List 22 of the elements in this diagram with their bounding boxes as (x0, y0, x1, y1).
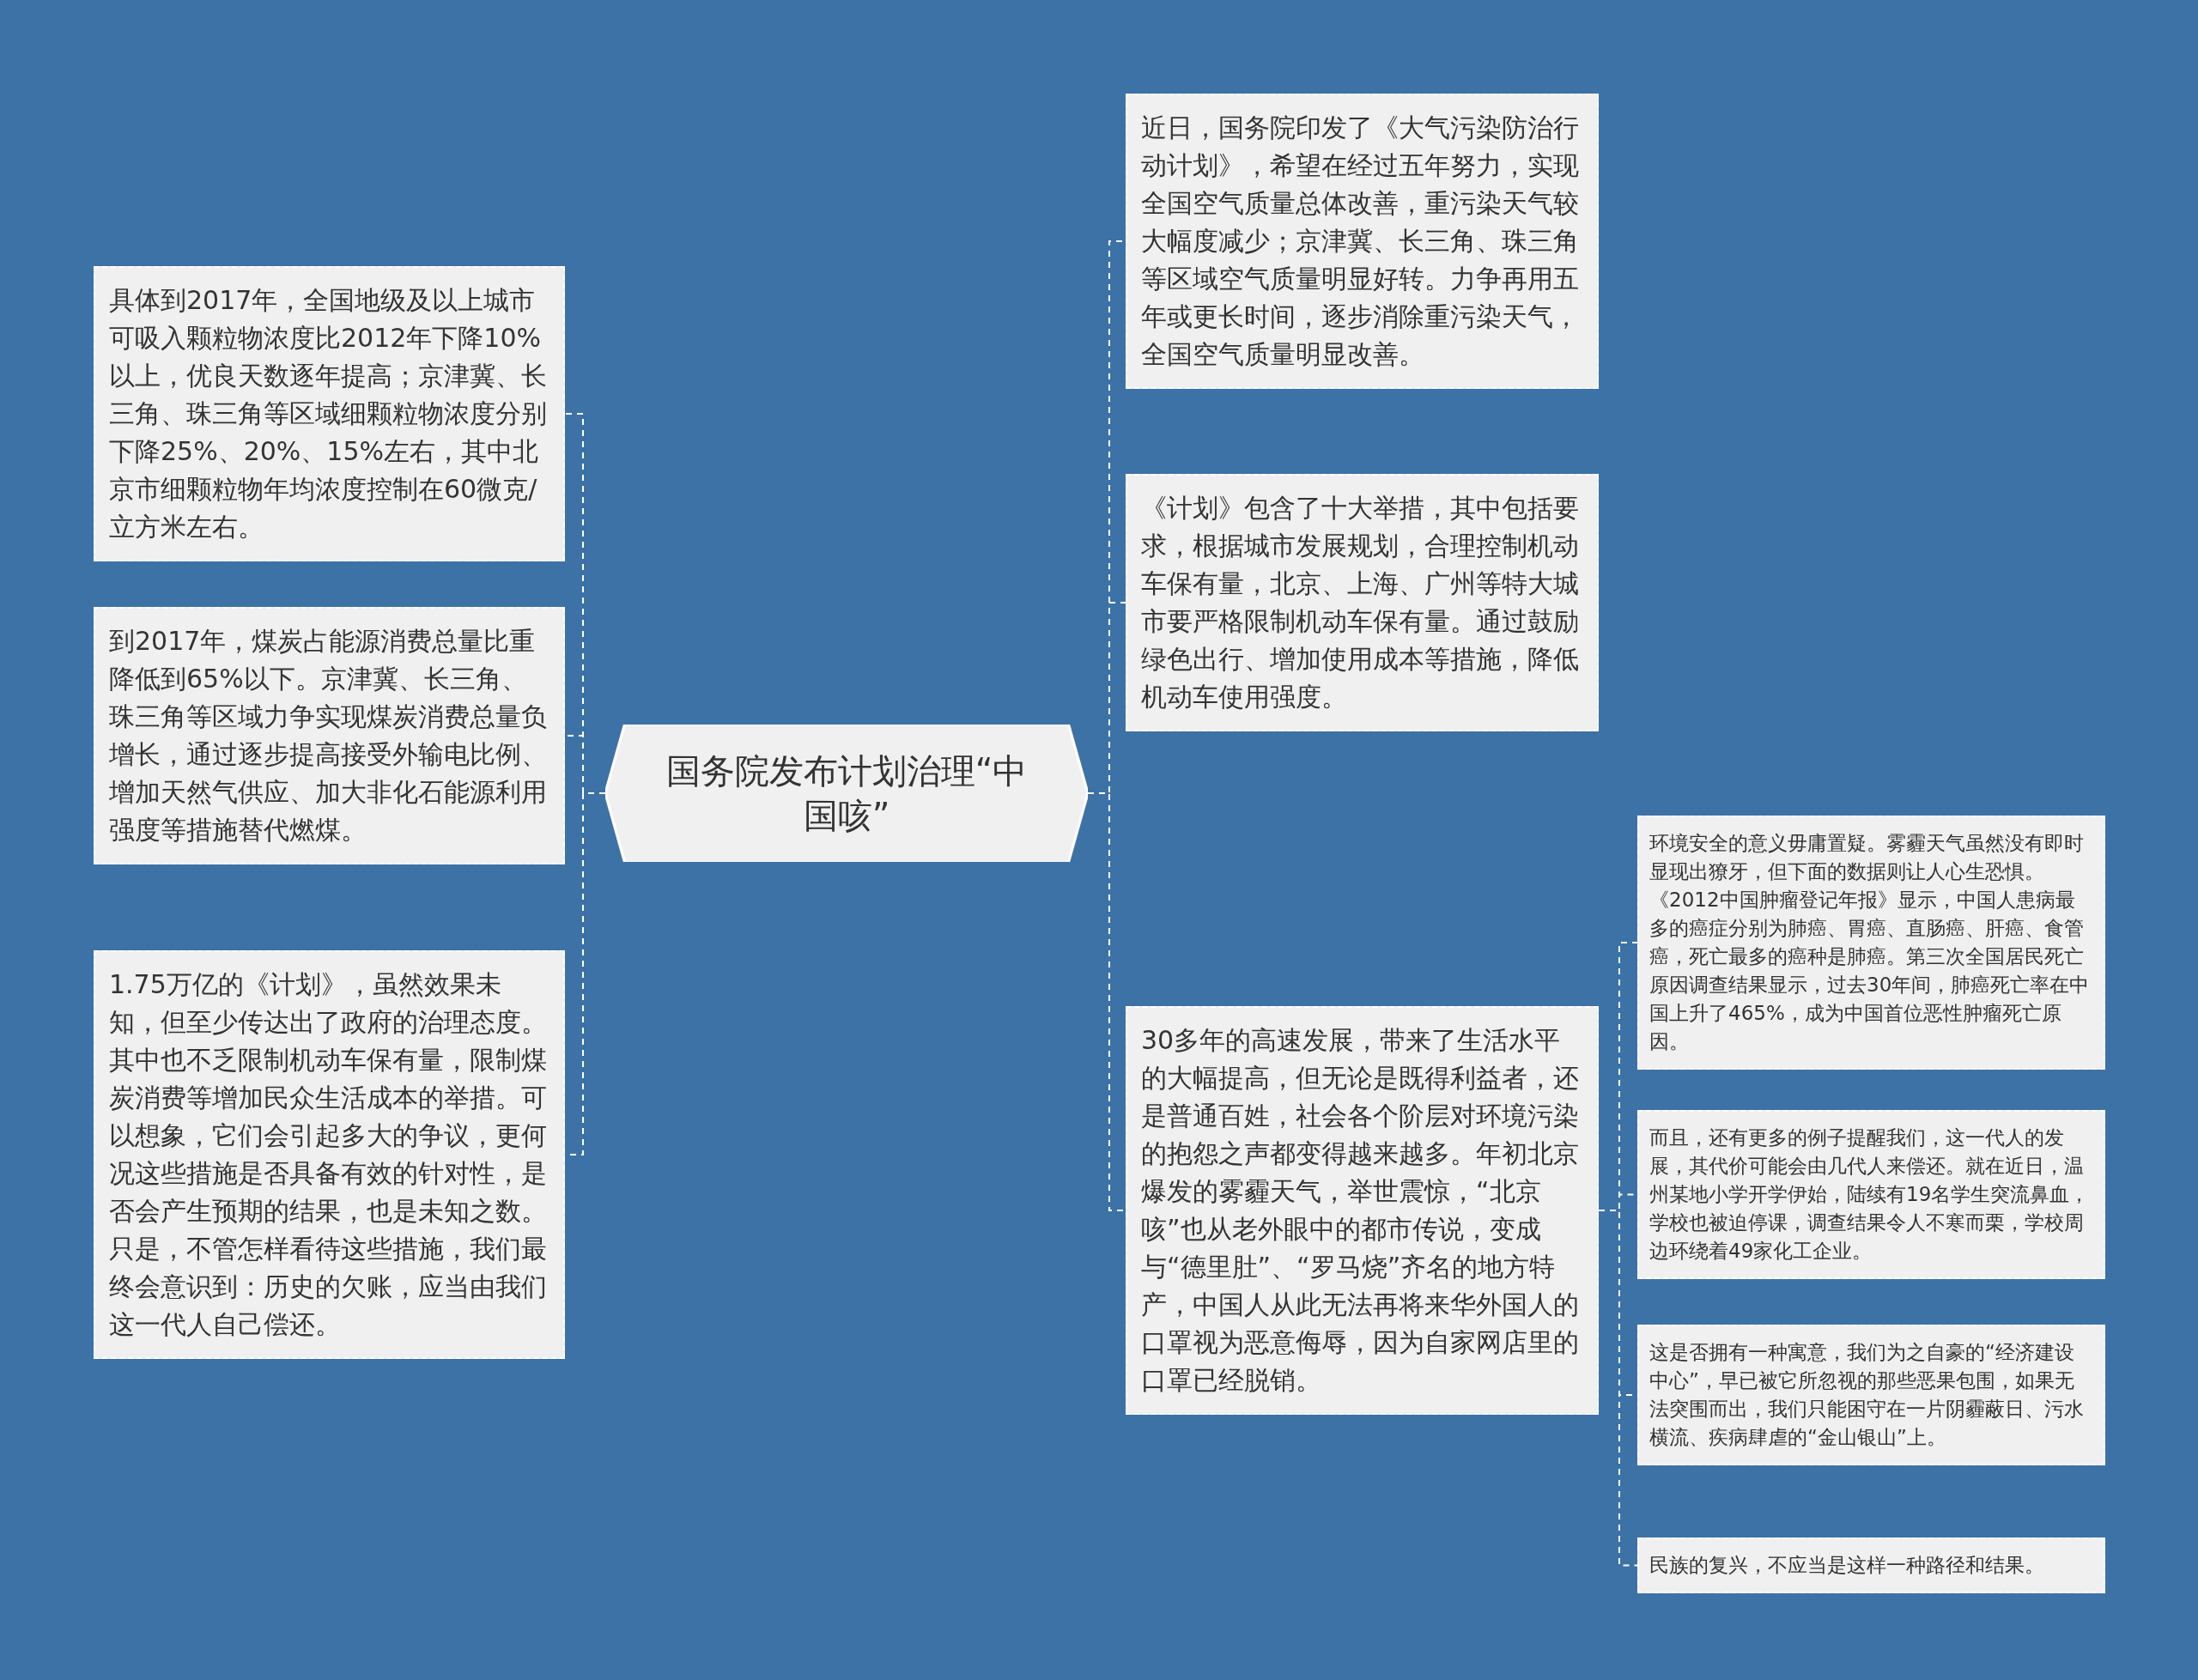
paragraph: 环境安全的意义毋庸置疑。雾霾天气虽然没有即时显现出獠牙，但下面的数据则让人心生恐惧。《2012中国肿瘤登记年报》显示，中国人患病最多的癌症分别为肺癌、胃癌、直肠癌、肝癌、食管癌，死亡最多的癌种是肺癌。第三次全国居民死亡原因调查结果显示，过去30年间，肺癌死亡率在中国上升了465%，成为中国首位恶性肿瘤死亡原因。 (1649, 831, 2091, 1054)
paragraph: 这是否拥有一种寓意，我们为之自豪的“经济建设中心”，早已被它所忽视的那些恶果包围，如果无法突围而出，我们只能困守在一片阴霾蔽日、污水横流、疾病肆虐的“金山银山”上。 (1649, 1340, 2085, 1450)
topic-hexagon (605, 725, 1088, 862)
paragraph: 民族的复兴，不应当是这样一种路径和结果。 (1649, 1553, 2045, 1578)
text-card (1126, 474, 1599, 731)
paragraph: 具体到2017年，全国地级及以上城市可吸入颗粒物浓度比2012年下降10%以上，优良天数逐年提高；京津冀、长三角、珠三角等区域细颗粒物浓度分别下降25%、20%、15%左右，其中北京市细颗粒物年均浓度控制在60微克/立方米左右。 (109, 284, 548, 543)
text-card (1637, 1110, 2105, 1279)
text-card (1126, 94, 1599, 389)
topic-title: 国务院发布计划治理“中国咳” (665, 750, 1029, 837)
paragraph: 而且，还有更多的例子提醒我们，这一代人的发展，其代价可能会由几代人来偿还。就在近日，温州某地小学开学伊始，陆续有19名学生突流鼻血，学校也被迫停课，调查结果令人不寒而栗，学校周边环绕着49家化工企业。 (1649, 1125, 2091, 1264)
text-card (94, 607, 565, 864)
text-card (1126, 1006, 1599, 1415)
paragraph: 1.75万亿的《计划》，虽然效果未知，但至少传达出了政府的治理态度。其中也不乏限制机动车保有量，限制煤炭消费等增加民众生活成本的举措。可以想象，它们会引起多大的争议，更何况这些措施是否具备有效的针对性，是否会产生预期的结果，也是未知之数。只是，不管怎样看待这些措施，我们最终会意识到：历史的欠账，应当由我们这一代人自己偿还。 (109, 968, 548, 1341)
paragraph: 30多年的高速发展，带来了生活水平的大幅提高，但无论是既得利益者，还是普通百姓，社会各个阶层对环境污染的抱怨之声都变得越来越多。年初北京爆发的雾霾天气，举世震惊，“北京咳”也从老外眼中的都市传说，变成与“德里肚”、“罗马烧”齐名的地方特产，中国人从此无法再将来华外国人的口罩视为恶意侮辱，因为自家网店里的口罩已经脱销。 (1141, 1024, 1580, 1397)
paragraph: 近日，国务院印发了《大气污染防治行动计划》，希望在经过五年努力，实现全国空气质量总体改善，重污染天气较大幅度减少；京津冀、长三角、珠三角等区域空气质量明显好转。力争再用五年或更长时间，逐步消除重污染天气，全国空气质量明显改善。 (1141, 112, 1580, 371)
paragraph: 到2017年，煤炭占能源消费总量比重降低到65%以下。京津冀、长三角、珠三角等区域力争实现煤炭消费总量负增长，通过逐步提高接受外输电比例、增加天然气供应、加大非化石能源利用强度等措施替代燃煤。 (109, 625, 548, 846)
text-card (94, 266, 565, 561)
text-card (1637, 816, 2105, 1070)
text-card (1637, 1325, 2105, 1465)
text-card (1637, 1537, 2105, 1593)
text-card (94, 950, 565, 1359)
paragraph: 《计划》包含了十大举措，其中包括要求，根据城市发展规划，合理控制机动车保有量，北京、上海、广州等特大城市要严格限制机动车保有量。通过鼓励绿色出行、增加使用成本等措施，降低机动车使用强度。 (1141, 492, 1580, 713)
